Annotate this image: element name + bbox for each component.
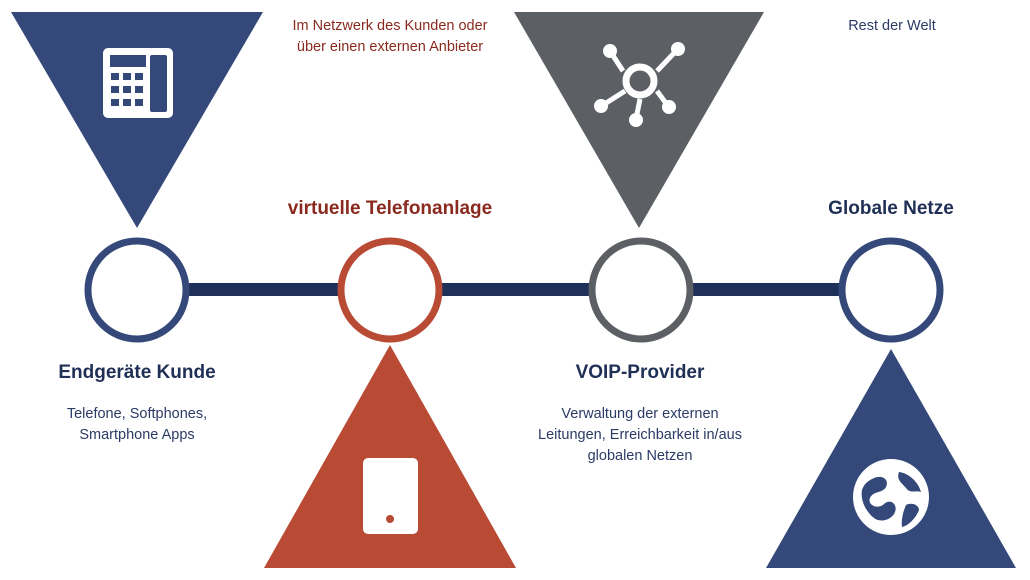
telefonanlage-triangle <box>264 345 516 568</box>
voip-description: Verwaltung der externen Leitungen, Errei… <box>510 404 770 467</box>
connector-2 <box>441 283 591 296</box>
global-title: Globale Netze <box>828 198 954 219</box>
endgeraete-node-circle <box>84 237 190 343</box>
desk-phone-icon <box>103 48 173 118</box>
globe-icon <box>853 459 929 535</box>
telefonanlage-title: virtuelle Telefonanlage <box>287 198 493 219</box>
telefonanlage-node-circle <box>337 237 443 343</box>
telefonanlage-description: Im Netzwerk des Kunden oder über einen e… <box>265 16 515 58</box>
tablet-icon <box>363 458 418 534</box>
endgeraete-title: Endgeräte Kunde <box>58 362 216 383</box>
global-description-line-1: Rest der Welt <box>848 18 936 34</box>
voip-node-circle <box>588 237 694 343</box>
endgeraete-description-line-1: Telefone, Softphones, <box>66 406 208 422</box>
global-triangle <box>766 349 1016 568</box>
voip-title: VOIP-Provider <box>575 362 705 383</box>
connector-3 <box>693 283 843 296</box>
voip-description-line-2: Leitungen, Erreichbarkeit in/aus <box>538 427 742 443</box>
connector-1 <box>188 283 340 296</box>
endgeraete-description-line-2: Smartphone Apps <box>79 427 195 443</box>
voip-description-line-1: Verwaltung der externen <box>561 406 719 422</box>
global-node-circle <box>838 237 944 343</box>
endgeraete-triangle <box>11 12 263 228</box>
voip-description-line-3: globalen Netzen <box>587 448 693 464</box>
telefonanlage-description-line-1: Im Netzwerk des Kunden oder <box>292 18 488 34</box>
global-description: Rest der Welt <box>792 16 992 37</box>
endgeraete-description: Telefone, Softphones, Smartphone Apps <box>37 404 237 446</box>
telefonanlage-description-line-2: über einen externen Anbieter <box>296 39 484 55</box>
